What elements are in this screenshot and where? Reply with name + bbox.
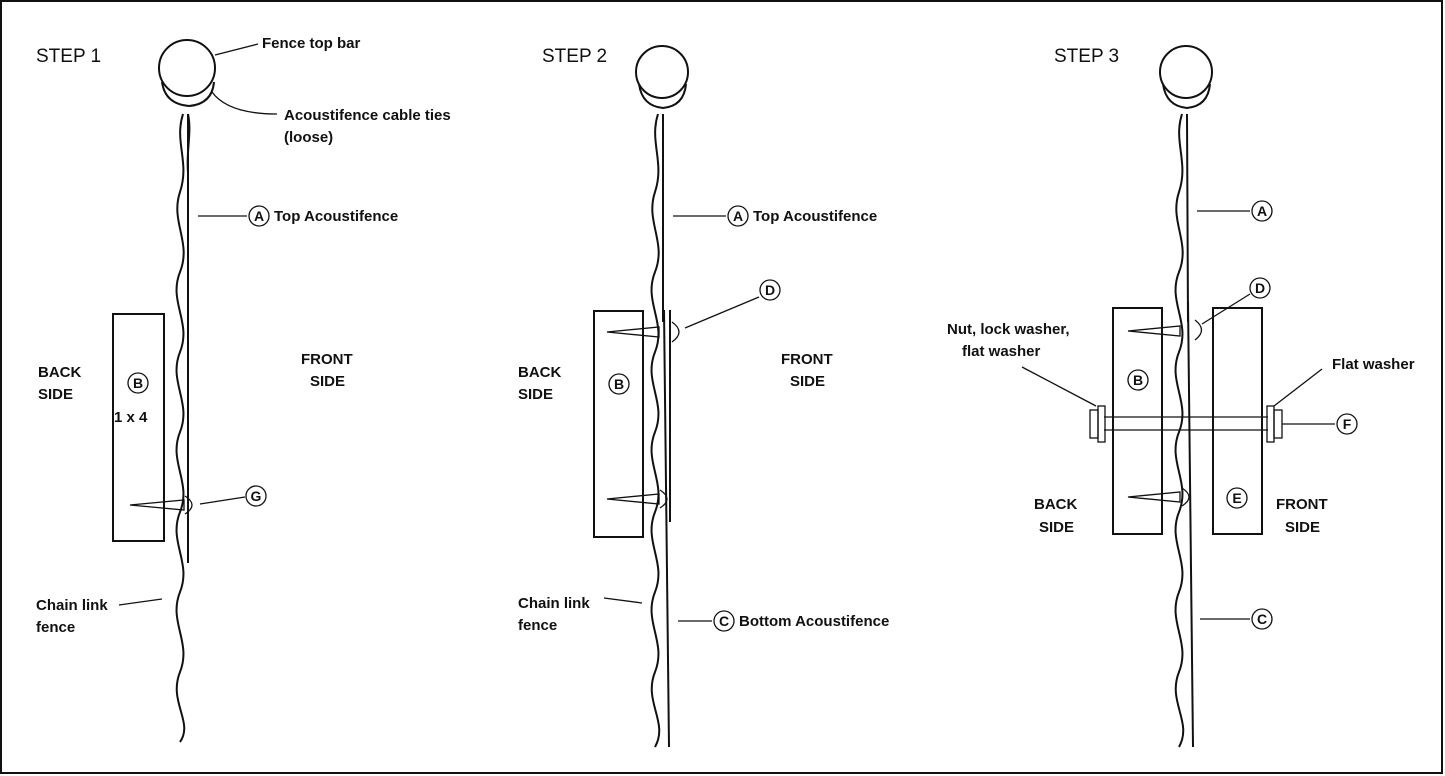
callout-f: F [1336, 413, 1358, 435]
step-1-title: STEP 1 [36, 46, 101, 67]
cable-ties-label-line1: Acoustifence cable ties [284, 107, 451, 124]
bottom-acoustifence-sheet [1187, 301, 1194, 748]
step-1-panel: STEP 1 Fence top bar Acoustifence cable … [36, 35, 451, 743]
svg-text:A: A [254, 208, 264, 224]
chain-link-label-line2: fence [518, 617, 557, 634]
chain-link-fence [1174, 113, 1185, 748]
top-bar-label: Fence top bar [262, 35, 361, 52]
svg-text:E: E [1232, 490, 1241, 506]
screw-lower [606, 489, 668, 509]
fence-top-bar [158, 39, 216, 108]
top-acoustifence-label: Top Acoustifence [274, 208, 398, 225]
d-leader [684, 296, 760, 329]
callout-b: B [1127, 369, 1149, 391]
svg-text:F: F [1343, 416, 1352, 432]
svg-text:C: C [719, 613, 729, 629]
flat-washer-label: Flat washer [1332, 356, 1415, 373]
callout-d: D [1249, 277, 1271, 299]
back-side-label-line1: BACK [38, 364, 81, 381]
svg-text:C: C [1257, 611, 1267, 627]
step-3-title: STEP 3 [1054, 46, 1119, 67]
callout-b: B [608, 373, 630, 395]
front-side-label-line1: FRONT [781, 351, 833, 368]
front-side-label-line2: SIDE [790, 373, 825, 390]
front-side-label-line1: FRONT [1276, 496, 1328, 513]
nut-washer-label-line1: Nut, lock washer, [947, 321, 1070, 338]
callout-d: D [759, 279, 781, 301]
back-side-label-line1: BACK [518, 364, 561, 381]
board-size-label: 1 x 4 [114, 409, 148, 426]
d-leader [1201, 293, 1251, 325]
back-side-label-line1: BACK [1034, 496, 1077, 513]
screw-d-upper [606, 321, 680, 343]
callout-c: C [1251, 608, 1273, 630]
g-leader [199, 496, 246, 505]
svg-text:D: D [765, 282, 775, 298]
top-acoustifence-sheet [1186, 113, 1189, 323]
chain-link-fence [650, 113, 661, 748]
bottom-acoustifence-sheet [663, 309, 670, 748]
chain-link-leader [118, 598, 163, 606]
bolt-f [1089, 405, 1283, 443]
callout-e: E [1226, 487, 1248, 509]
svg-text:D: D [1255, 280, 1265, 296]
svg-text:B: B [133, 375, 143, 391]
screw-d-upper [1127, 319, 1203, 341]
back-side-label-line2: SIDE [38, 386, 73, 403]
svg-text:G: G [251, 488, 262, 504]
callout-c: C [713, 610, 735, 632]
chain-link-label-line2: fence [36, 619, 75, 636]
cable-ties-label-line2: (loose) [284, 129, 333, 146]
board-b [1112, 307, 1163, 535]
callout-a: A [1251, 200, 1273, 222]
front-side-label-line1: FRONT [301, 351, 353, 368]
chain-link-fence [175, 113, 186, 743]
board-b [593, 310, 644, 538]
step-2-title: STEP 2 [542, 46, 607, 67]
bottom-acoustifence-label: Bottom Acoustifence [739, 613, 889, 630]
svg-text:A: A [1257, 203, 1267, 219]
chain-link-label-line1: Chain link [36, 597, 108, 614]
screw-lower [1127, 487, 1190, 507]
svg-text:B: B [614, 376, 624, 392]
callout-b: B [127, 372, 149, 394]
top-bar-leader [214, 43, 259, 56]
flat-washer-leader [1273, 368, 1323, 407]
callout-a: A [727, 205, 749, 227]
fence-top-bar [1159, 45, 1213, 110]
top-acoustifence-label: Top Acoustifence [753, 208, 877, 225]
cable-ties-leader [211, 91, 278, 115]
step-2-panel: STEP 2 D A Top Acoustifence [518, 45, 889, 748]
step-3-panel: STEP 3 D [947, 45, 1415, 748]
board-b [112, 313, 165, 542]
callout-g: G [245, 485, 267, 507]
screw-g [129, 495, 193, 515]
board-e [1212, 307, 1263, 535]
front-side-label-line2: SIDE [310, 373, 345, 390]
chain-link-label-line1: Chain link [518, 595, 590, 612]
nut-washer-label-line2: flat washer [962, 343, 1041, 360]
svg-text:B: B [1133, 372, 1143, 388]
front-side-label-line2: SIDE [1285, 519, 1320, 536]
chain-link-leader [603, 597, 643, 604]
back-side-label-line2: SIDE [1039, 519, 1074, 536]
back-side-label-line2: SIDE [518, 386, 553, 403]
nut-washer-leader [1021, 366, 1097, 407]
svg-text:A: A [733, 208, 743, 224]
fence-top-bar [635, 45, 689, 110]
callout-a: A [248, 205, 270, 227]
